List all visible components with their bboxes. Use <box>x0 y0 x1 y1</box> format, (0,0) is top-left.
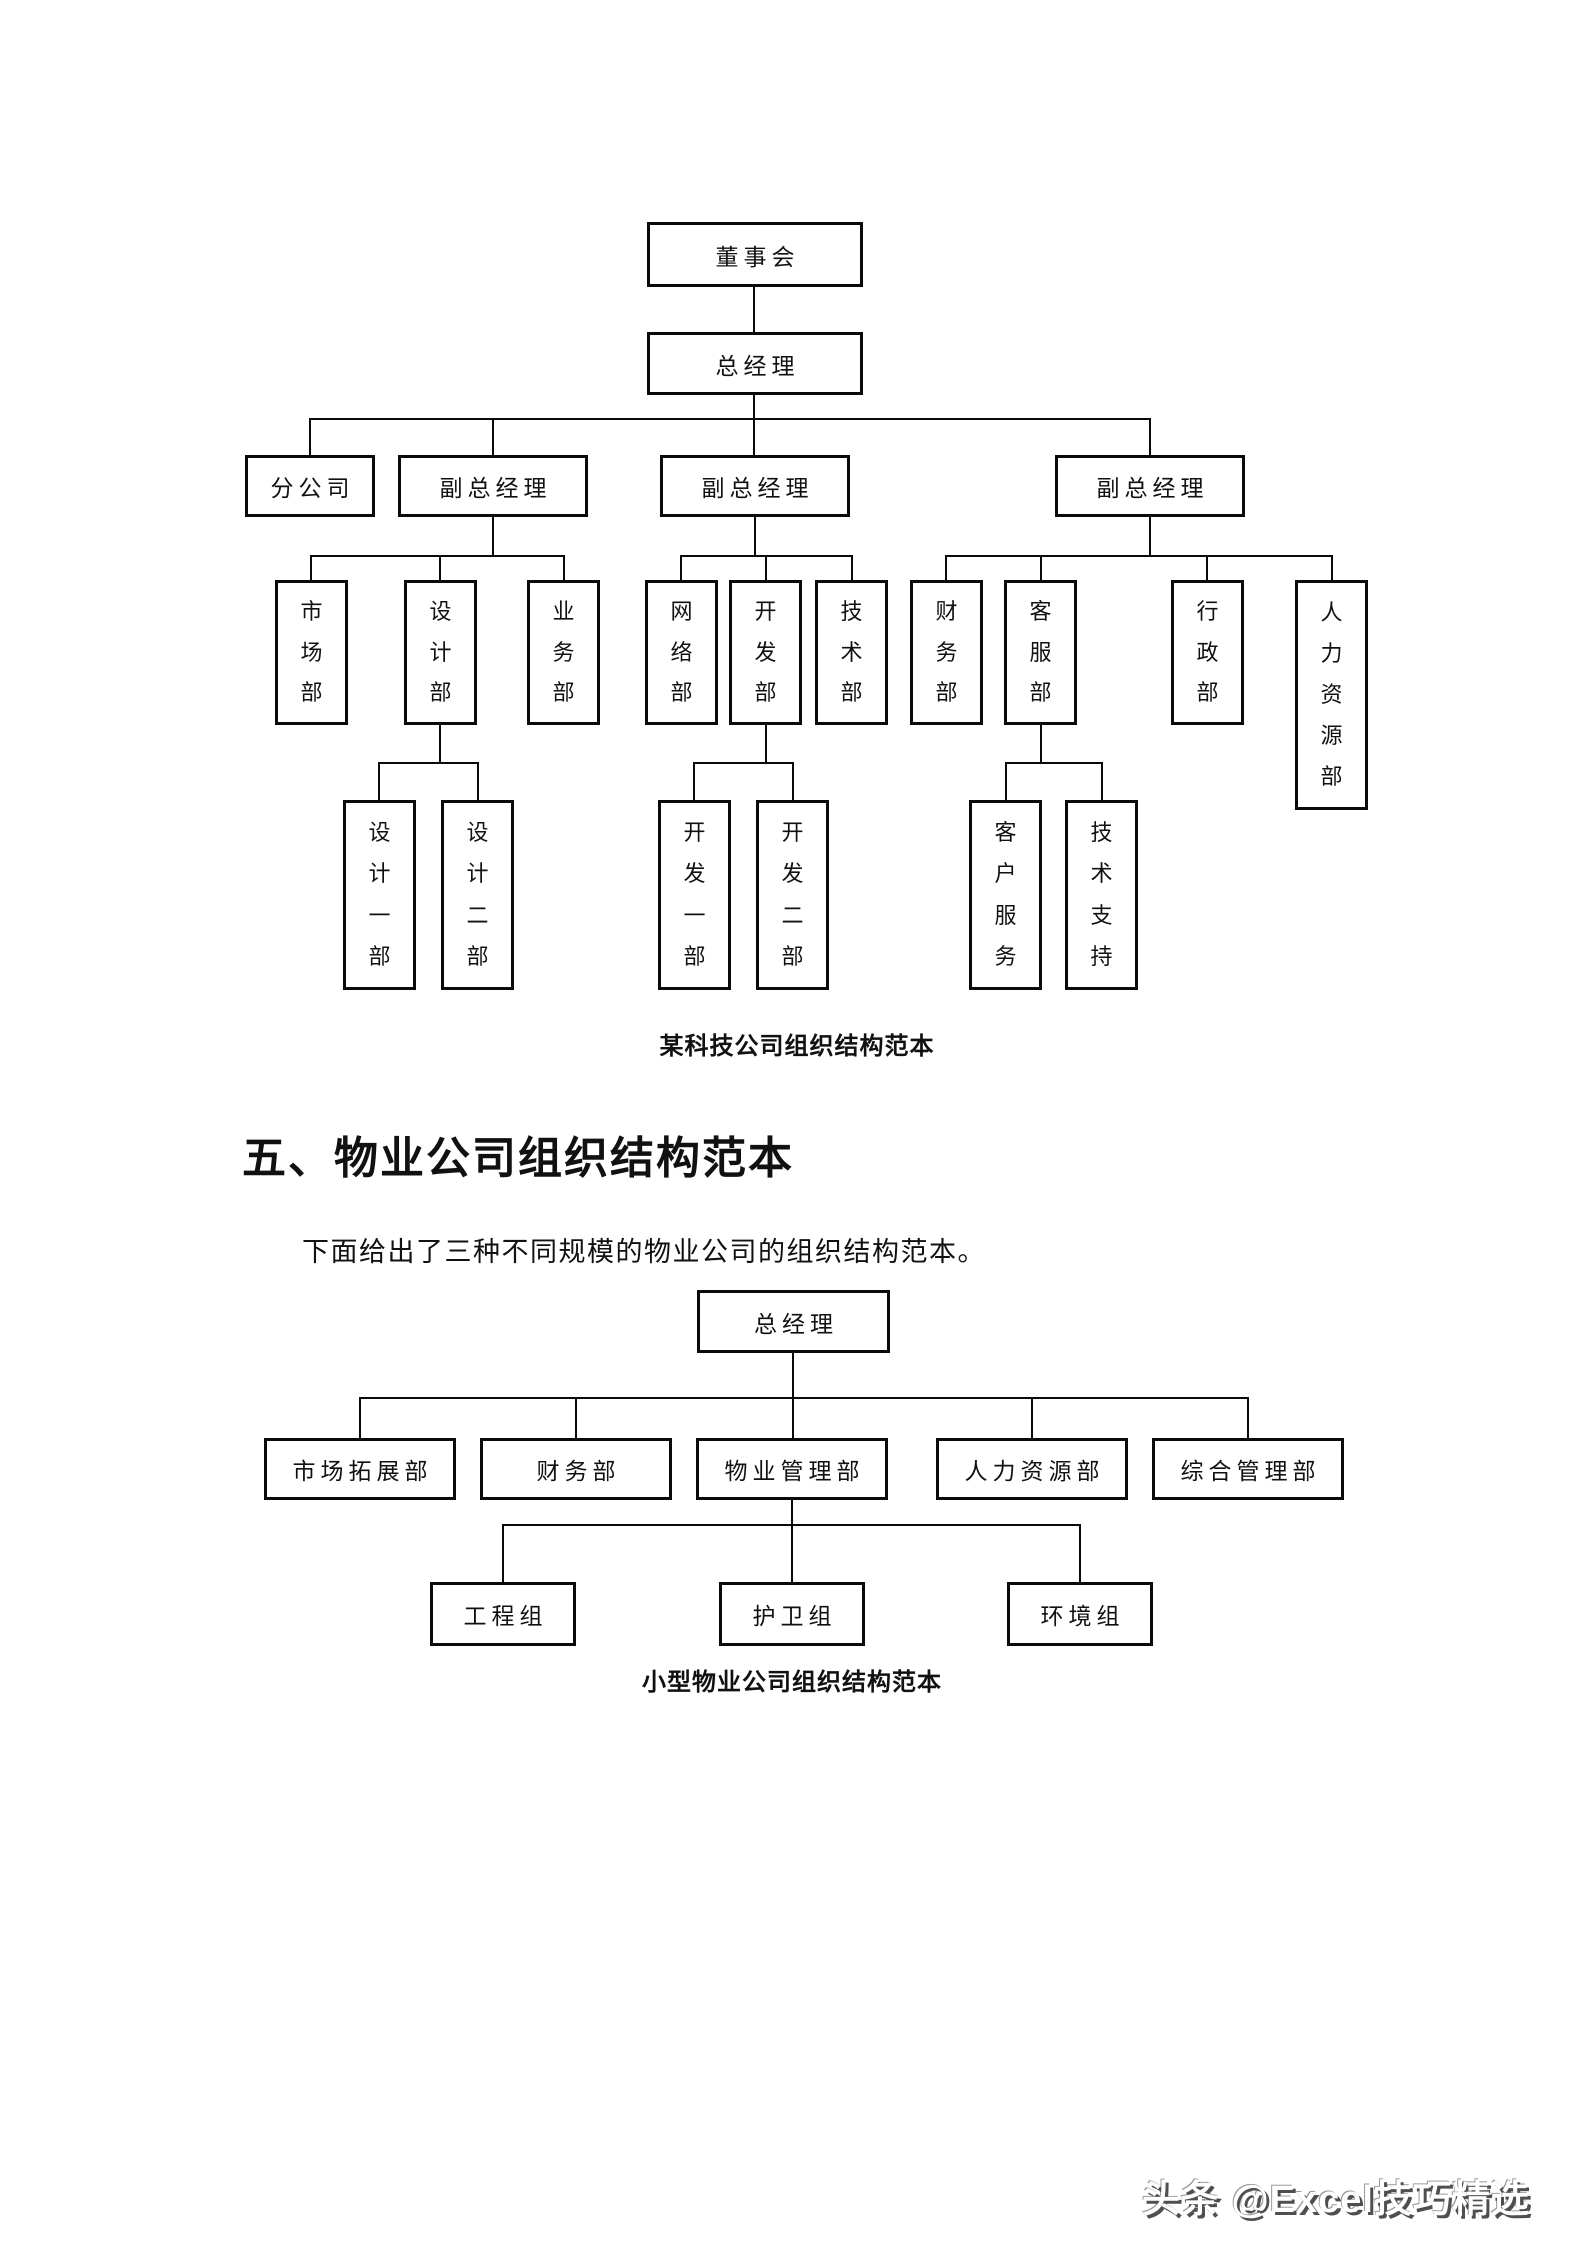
connector <box>792 1353 794 1397</box>
section-heading: 五、物业公司组织结构范本 <box>242 1134 794 1183</box>
node-deputy-gm-2: 副总经理 <box>660 455 850 517</box>
chart2-caption: 小型物业公司组织结构范本 <box>642 1670 942 1696</box>
connector <box>309 418 311 455</box>
node-development-div-1: 开发一部 <box>658 800 731 990</box>
connector <box>378 762 380 800</box>
connector <box>310 555 312 580</box>
connector <box>1031 1397 1033 1438</box>
watermark: 头条 @Excel技巧精选 <box>1142 2179 1530 2221</box>
connector <box>680 555 682 580</box>
node-customer-service-dept: 客服部 <box>1004 580 1077 725</box>
connector <box>1331 555 1333 580</box>
connector <box>492 418 494 455</box>
node-business-dept: 业务部 <box>527 580 600 725</box>
node-general-management-dept: 综合管理部 <box>1152 1438 1344 1500</box>
node-design-div-1: 设计一部 <box>343 800 416 990</box>
node-engineering-team: 工程组 <box>430 1582 576 1646</box>
node-administration-dept: 行政部 <box>1171 580 1244 725</box>
connector <box>945 555 1333 557</box>
connector <box>791 1500 793 1524</box>
node-design-div-2: 设计二部 <box>441 800 514 990</box>
node-deputy-gm-1: 副总经理 <box>398 455 588 517</box>
node-finance-dept: 财务部 <box>910 580 983 725</box>
connector <box>1005 762 1007 800</box>
connector <box>1149 517 1151 555</box>
connector <box>693 762 695 800</box>
connector <box>359 1397 361 1438</box>
connector <box>753 418 755 455</box>
connector <box>945 555 947 580</box>
node-gm-2: 总经理 <box>697 1290 890 1353</box>
node-market-expansion-dept: 市场拓展部 <box>264 1438 456 1500</box>
connector <box>1040 555 1042 580</box>
node-marketing-dept: 市场部 <box>275 580 348 725</box>
connector <box>693 762 794 764</box>
connector <box>1101 762 1103 800</box>
connector <box>477 762 479 800</box>
node-human-resources-dept-2: 人力资源部 <box>936 1438 1128 1500</box>
node-development-dept: 开发部 <box>729 580 802 725</box>
connector <box>765 725 767 762</box>
connector <box>791 1524 793 1582</box>
node-technology-dept: 技术部 <box>815 580 888 725</box>
node-guard-team: 护卫组 <box>719 1582 865 1646</box>
connector <box>754 517 756 555</box>
connector <box>492 517 494 555</box>
connector <box>502 1524 504 1582</box>
connector <box>753 395 755 418</box>
node-network-dept: 网络部 <box>645 580 718 725</box>
connector <box>753 287 755 332</box>
connector <box>359 1397 1249 1399</box>
node-environment-team: 环境组 <box>1007 1582 1153 1646</box>
node-finance-dept-2: 财务部 <box>480 1438 672 1500</box>
node-branch-company: 分公司 <box>245 455 375 517</box>
node-tech-support: 技术支持 <box>1065 800 1138 990</box>
connector <box>765 555 767 580</box>
chart1-caption: 某科技公司组织结构范本 <box>659 1034 935 1060</box>
node-general-manager: 总经理 <box>647 332 863 395</box>
node-deputy-gm-3: 副总经理 <box>1055 455 1245 517</box>
intro-paragraph: 下面给出了三种不同规模的物业公司的组织结构范本。 <box>302 1237 986 1267</box>
connector <box>851 555 853 580</box>
node-development-div-2: 开发二部 <box>756 800 829 990</box>
connector <box>1079 1524 1081 1582</box>
node-design-dept: 设计部 <box>404 580 477 725</box>
connector <box>309 418 1151 420</box>
connector <box>310 555 565 557</box>
connector <box>563 555 565 580</box>
node-property-management-dept: 物业管理部 <box>696 1438 888 1500</box>
connector <box>378 762 479 764</box>
connector <box>1206 555 1208 580</box>
connector <box>792 762 794 800</box>
node-human-resources-dept: 人力资源部 <box>1295 580 1368 810</box>
node-customer-service: 客户服务 <box>969 800 1042 990</box>
connector <box>439 725 441 762</box>
connector <box>1040 725 1042 762</box>
connector <box>792 1397 794 1438</box>
node-board-of-directors: 董事会 <box>647 222 863 287</box>
connector <box>1149 418 1151 455</box>
connector <box>439 555 441 580</box>
connector <box>1005 762 1103 764</box>
connector <box>1247 1397 1249 1438</box>
connector <box>575 1397 577 1438</box>
